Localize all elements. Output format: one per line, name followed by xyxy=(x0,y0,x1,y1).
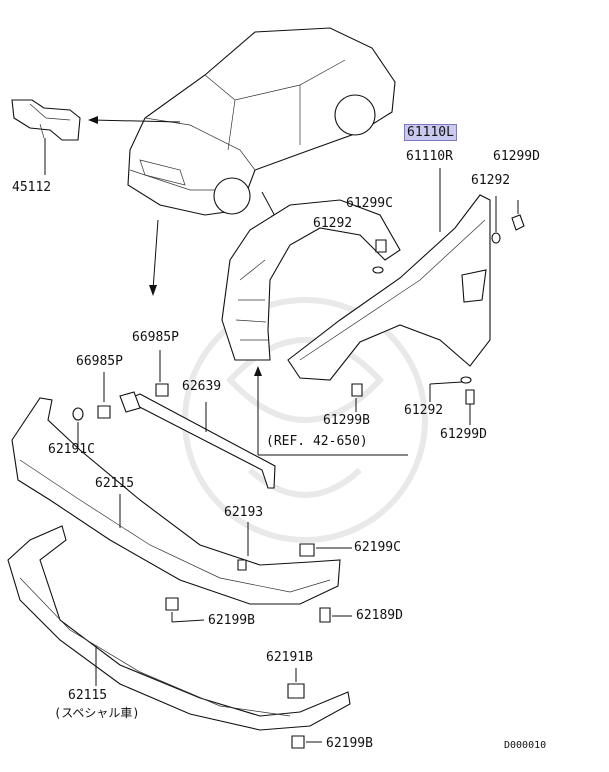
brace-62639 xyxy=(97,350,276,489)
label-61292-low: 61292 xyxy=(404,403,444,418)
label-66985P-a: 66985P xyxy=(132,330,179,345)
label-62639: 62639 xyxy=(182,379,222,394)
label-62199C: 62199C xyxy=(354,540,401,555)
label-62191B: 62191B xyxy=(266,650,313,665)
label-61292-mid: 61292 xyxy=(313,216,353,231)
label-62199B-low: 62199B xyxy=(326,736,373,751)
label-62191C: 62191C xyxy=(48,442,95,457)
label-ref-42-650: (REF. 42-650) xyxy=(266,434,368,449)
watermark-emblem xyxy=(182,297,428,543)
diagram-id: D000010 xyxy=(504,740,547,751)
car-illustration xyxy=(127,27,396,216)
fender-part xyxy=(287,168,491,381)
label-61299B-mid: 61299B xyxy=(323,413,370,428)
label-62189D: 62189D xyxy=(356,608,403,623)
bracket-45112 xyxy=(11,99,81,175)
label-62115: 62115 xyxy=(95,476,135,491)
label-66985P-b: 66985P xyxy=(76,354,123,369)
lip-spoiler-special xyxy=(7,525,351,749)
bumper-62115 xyxy=(11,397,341,605)
label-special-vehicle: (スペシャル車) xyxy=(54,706,140,720)
label-62199B-mid: 62199B xyxy=(208,613,255,628)
label-45112: 45112 xyxy=(12,180,52,195)
label-61292-top: 61292 xyxy=(471,173,511,188)
fasteners-bumper xyxy=(165,522,352,623)
label-61299D-top: 61299D xyxy=(493,149,540,164)
inner-liner-part xyxy=(221,199,401,361)
fasteners-fender xyxy=(351,196,525,425)
label-61110R: 61110R xyxy=(406,149,453,164)
label-62115-special: 62115 xyxy=(68,688,108,703)
label-62193: 62193 xyxy=(224,505,264,520)
ref-leader xyxy=(254,366,408,456)
label-61299C: 61299C xyxy=(346,196,393,211)
label-61299D-low: 61299D xyxy=(440,427,487,442)
label-61110L-highlighted[interactable]: 61110L xyxy=(404,124,457,141)
